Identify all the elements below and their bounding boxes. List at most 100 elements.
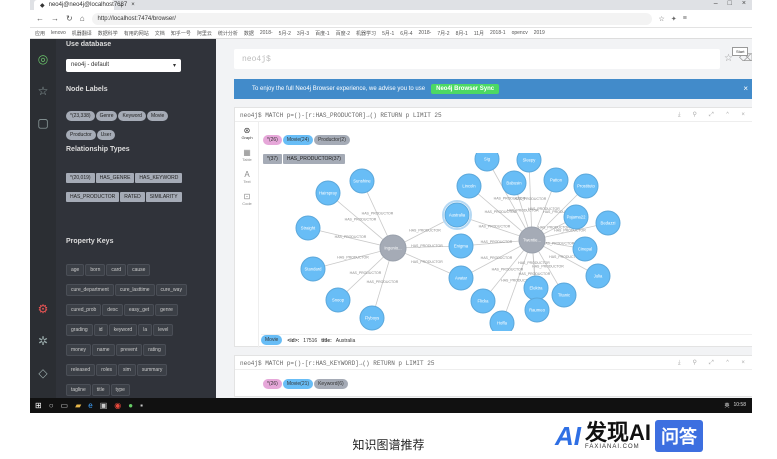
productor-node[interactable] — [518, 226, 546, 254]
minimize-icon[interactable]: – — [713, 0, 718, 7]
download-icon[interactable]: ⤓ — [677, 111, 681, 118]
property-key-chip[interactable]: cause — [127, 264, 151, 276]
property-key-chip[interactable]: level — [153, 324, 174, 336]
legend-node-chip[interactable]: *(26) — [263, 135, 282, 145]
extension-icon[interactable]: ✦ — [670, 15, 677, 23]
tab-graph[interactable]: ⊛Graph — [237, 126, 257, 140]
property-key-chip[interactable]: grading — [66, 324, 93, 336]
property-key-chip[interactable]: type — [110, 384, 130, 396]
rel-type-chip[interactable]: RATED — [120, 192, 145, 202]
maximize-icon[interactable]: □ — [727, 0, 732, 7]
bookmark-item[interactable]: lenovo — [51, 30, 66, 36]
property-key-chip[interactable]: born — [85, 264, 106, 276]
property-key-chip[interactable]: desc — [102, 304, 123, 316]
property-key-chip[interactable]: summary — [136, 364, 168, 376]
rel-type-chip[interactable]: HAS_KEYWORD — [135, 173, 183, 183]
bookmark-item[interactable]: 11月 — [473, 30, 484, 37]
node-label-chip[interactable]: *(23,338) — [66, 111, 95, 121]
movie-node[interactable] — [349, 168, 375, 194]
bookmark-item[interactable]: 7月-2 — [437, 30, 450, 37]
relationship-edge[interactable] — [486, 158, 533, 241]
frame-close-icon[interactable]: × — [741, 359, 745, 366]
collapse-icon[interactable]: ⌃ — [725, 359, 730, 366]
windows-start-icon[interactable]: ⊞ — [35, 401, 42, 410]
property-key-chip[interactable]: name — [92, 344, 115, 356]
home-icon[interactable]: ⌂ — [79, 14, 85, 23]
connection-status-icon[interactable]: ⚙ — [37, 302, 49, 316]
close-tab-icon[interactable]: × — [131, 2, 135, 8]
property-key-chip[interactable]: released — [66, 364, 96, 376]
bookmark-item[interactable]: 2018- — [418, 30, 432, 36]
terminal-icon[interactable]: ▪ — [140, 401, 143, 410]
movie-node[interactable] — [573, 173, 599, 199]
expand-icon[interactable]: ⤢ — [708, 111, 714, 118]
tray-language[interactable]: 英 — [724, 403, 730, 409]
movie-node[interactable] — [572, 236, 598, 262]
frame-query[interactable]: neo4j$ MATCH p=()-[r:HAS_PRODUCTOR]→() R… — [240, 112, 442, 119]
property-key-chip[interactable]: easy_get — [123, 304, 155, 316]
pin-icon[interactable]: ⚲ — [692, 111, 697, 118]
movie-node[interactable] — [470, 288, 496, 314]
collapse-icon[interactable]: ⌃ — [725, 111, 730, 118]
pin-icon[interactable]: ⚲ — [692, 359, 697, 366]
node-label-chip[interactable]: Productor — [66, 130, 96, 140]
close-window-icon[interactable]: × — [741, 0, 746, 7]
property-key-chip[interactable]: la — [138, 324, 153, 336]
settings-icon[interactable]: ✲ — [37, 334, 49, 348]
legend-rel-chip[interactable]: *(37) — [263, 154, 282, 164]
relationship-edge[interactable] — [501, 239, 533, 324]
legend-node-chip[interactable]: Keyword(6) — [314, 379, 348, 389]
property-key-chip[interactable]: sim — [118, 364, 136, 376]
node-label-chip[interactable]: Keyword — [118, 111, 146, 121]
download-icon[interactable]: ⤓ — [677, 359, 681, 366]
movie-node[interactable] — [543, 167, 569, 193]
bookmark-item[interactable]: 2018-1 — [490, 30, 506, 36]
node-label-chip[interactable]: User — [96, 130, 116, 140]
search-icon[interactable]: ○ — [48, 401, 54, 410]
reload-icon[interactable]: ↻ — [66, 14, 73, 23]
back-icon[interactable]: ← — [36, 14, 44, 23]
movie-node[interactable] — [448, 233, 474, 259]
database-icon[interactable]: ◎ — [37, 52, 49, 66]
frame-close-icon[interactable]: × — [741, 111, 745, 118]
bookmark-item[interactable]: 2019 — [533, 30, 545, 36]
property-key-chip[interactable]: genre — [155, 304, 178, 316]
bookmark-item[interactable]: 数据科学 — [97, 30, 118, 37]
star-icon[interactable]: ☆ — [658, 15, 665, 23]
browser-tab[interactable]: ◆ neo4j@neo4j@localhost7687 × — [34, 0, 135, 10]
bookmark-item[interactable]: 文档 — [154, 30, 165, 37]
bookmark-item[interactable]: 3月-3 — [296, 30, 310, 37]
url-field[interactable]: http://localhost:7474/browser/ — [91, 12, 652, 25]
movie-node[interactable] — [325, 287, 351, 313]
tab-code[interactable]: ⊡Code — [237, 192, 257, 206]
movie-node[interactable] — [295, 215, 321, 241]
relationship-edge[interactable] — [312, 247, 394, 270]
movie-node[interactable] — [456, 173, 482, 199]
banner-close-button[interactable]: × — [743, 84, 748, 93]
property-key-chip[interactable]: card — [106, 264, 127, 276]
rel-type-chip[interactable]: HAS_PRODUCTOR — [66, 192, 120, 202]
expand-icon[interactable]: ⤢ — [708, 359, 714, 366]
property-key-chip[interactable]: roles — [96, 364, 118, 376]
productor-node[interactable] — [379, 234, 407, 262]
bookmark-item[interactable]: 阿里云 — [196, 30, 212, 37]
tab-table[interactable]: ▦Table — [237, 148, 257, 162]
movie-node[interactable] — [315, 180, 341, 206]
property-key-chip[interactable]: cured_prob — [66, 304, 102, 316]
property-key-chip[interactable]: prevent — [115, 344, 143, 356]
property-key-chip[interactable]: id — [93, 324, 108, 336]
bookmark-item[interactable]: opencv — [511, 30, 528, 36]
movie-node[interactable] — [474, 153, 500, 172]
rel-type-chip[interactable]: SIMILARITY — [145, 192, 182, 202]
forward-icon[interactable]: → — [51, 14, 59, 23]
bookmark-item[interactable]: 知乎一号 — [170, 30, 191, 37]
relationship-edge[interactable] — [468, 185, 533, 241]
bookmark-item[interactable]: 统计分析 — [217, 30, 238, 37]
favorite-icon[interactable]: ☆ — [724, 53, 733, 64]
movie-node[interactable] — [551, 282, 577, 308]
rel-type-chip[interactable]: HAS_GENRE — [95, 173, 135, 183]
bookmark-item[interactable]: 5月-2 — [278, 30, 291, 37]
relationship-edge[interactable] — [307, 227, 394, 249]
movie-node[interactable] — [300, 256, 326, 282]
